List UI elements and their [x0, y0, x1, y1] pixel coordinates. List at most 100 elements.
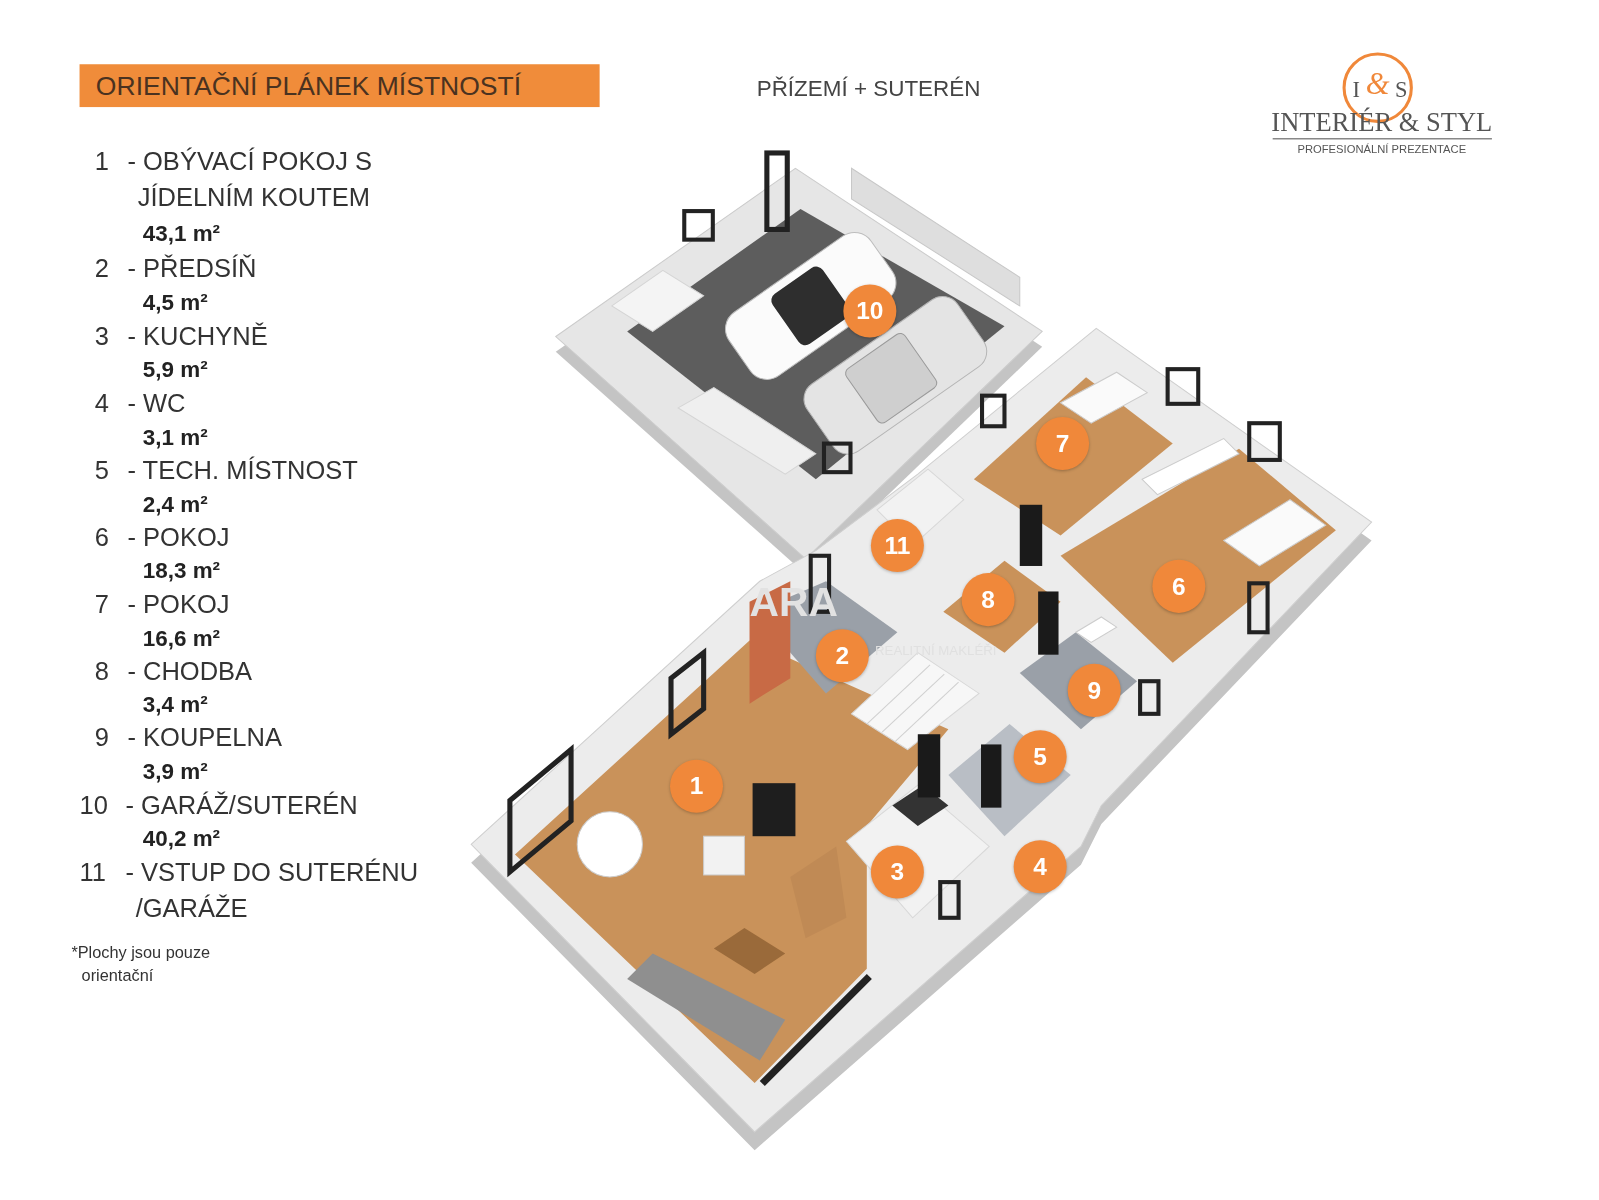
drawing-part [895, 682, 958, 741]
drawing-part [1140, 681, 1158, 714]
drawing-part [918, 734, 940, 797]
drawing-part [940, 882, 958, 918]
callout-number: 11 [884, 533, 910, 557]
legend-room-name: - CHODBA [127, 653, 443, 689]
legend-room-name: - POKOJ [127, 519, 443, 555]
legend-area: 3,4 m² [143, 689, 208, 719]
drawing-part [577, 812, 642, 877]
callout-circle: 5 [1014, 730, 1067, 783]
callout-circle: 2 [816, 629, 869, 682]
subtitle: PŘÍZEMÍ + SUTERÉN [757, 73, 981, 103]
legend-number: 11 [80, 855, 106, 889]
drawing-part [1142, 439, 1239, 495]
drawing-part [1020, 632, 1137, 729]
legend-number: 2 [95, 251, 109, 285]
drawing-part [678, 388, 816, 475]
drawing-part [753, 783, 796, 836]
callout-number: 8 [981, 587, 995, 611]
logo-letter: I [1353, 75, 1360, 105]
legend-area: 4,5 m² [143, 287, 208, 317]
ground-floor [471, 328, 1371, 1150]
drawing-part [846, 785, 989, 918]
watermark: REALITNÍ MAKLÉŘI [875, 641, 997, 658]
callout-number: 3 [891, 860, 905, 884]
drawing-part [767, 153, 787, 229]
drawing-part [1168, 369, 1199, 404]
drawing-part [867, 665, 930, 724]
drawing-part [852, 653, 979, 750]
logo-ampersand: & [1366, 64, 1390, 104]
callout-number: 7 [1056, 431, 1070, 455]
callout-number: 2 [836, 643, 850, 667]
drawing-part [471, 328, 1371, 1132]
callout-number: 4 [1033, 855, 1047, 879]
drawing-part [612, 270, 704, 331]
drawing-part [882, 674, 944, 732]
legend-room-name: - POKOJ [127, 586, 443, 622]
legend-area: 2,4 m² [143, 489, 208, 519]
legend-room-name: - WC [127, 385, 443, 421]
legend-area: 3,9 m² [143, 756, 208, 786]
legend-area: 5,9 m² [143, 354, 208, 384]
legend-room-name: - VSTUP DO SUTERÉNU /GARÁŽE [125, 854, 441, 925]
legend-number: 5 [95, 453, 109, 487]
legend-number: 1 [95, 144, 109, 178]
callout-number: 6 [1172, 574, 1186, 598]
drawing-part [510, 750, 571, 872]
drawing-part [704, 836, 745, 875]
legend-number: 3 [95, 319, 109, 353]
drawing-part [1076, 617, 1117, 642]
drawing-part [1038, 591, 1058, 654]
drawing-part [627, 953, 785, 1060]
legend-area: 40,2 m² [143, 823, 220, 853]
drawing-part [671, 653, 704, 735]
drawing-part [760, 974, 872, 1086]
callout-circle: 6 [1152, 560, 1205, 613]
legend-area: 3,1 m² [143, 422, 208, 452]
legend-number: 6 [95, 520, 109, 554]
drawing-part [1224, 500, 1326, 566]
drawing-part [684, 211, 713, 240]
drawing-part [1020, 505, 1042, 566]
legend-room-name: - KUCHYNĚ [127, 318, 443, 354]
callout-circle: 10 [843, 285, 896, 338]
legend-number: 7 [95, 587, 109, 621]
legend-number: 9 [95, 720, 109, 754]
logo-rule [1273, 138, 1492, 140]
drawing-part [1061, 372, 1148, 423]
logo-letter: S [1395, 75, 1407, 105]
callout-number: 10 [856, 299, 883, 323]
drawing-part [981, 744, 1001, 807]
legend-number: 8 [95, 654, 109, 688]
legend-room-name: - KOUPELNA [127, 719, 443, 755]
drawing-part [982, 396, 1004, 427]
legend-room-name: - PŘEDSÍŇ [127, 250, 443, 286]
title-band: ORIENTAČNÍ PLÁNEK MÍSTNOSTÍ [80, 64, 600, 107]
legend-room-name: - TECH. MÍSTNOST [127, 452, 443, 488]
drawing-part [790, 846, 846, 938]
drawing-part [843, 331, 939, 425]
drawing-part [714, 928, 785, 974]
callout-number: 9 [1087, 678, 1101, 702]
legend-room-name: - GARÁŽ/SUTERÉN [125, 787, 441, 823]
drawing-part [948, 724, 1070, 836]
callout-circle: 11 [871, 519, 924, 572]
note: *Plochy jsou pouze orientační [71, 940, 249, 987]
drawing-part [824, 444, 851, 473]
legend-area: 16,6 m² [143, 623, 220, 653]
title-text: ORIENTAČNÍ PLÁNEK MÍSTNOSTÍ [80, 70, 538, 102]
legend-room-name: - OBÝVACÍ POKOJ S JÍDELNÍM KOUTEM [127, 143, 443, 214]
callout-circle: 3 [871, 845, 924, 898]
logo-name: INTERIÉR & STYL [1271, 105, 1492, 140]
logo-tagline: PROFESIONÁLNÍ PREZENTACE [1297, 142, 1466, 156]
callout-number: 5 [1033, 744, 1047, 768]
callout-circle: 8 [962, 573, 1015, 626]
callout-number: 1 [690, 774, 704, 798]
drawing-part [1249, 583, 1267, 632]
callout-circle: 4 [1014, 840, 1067, 893]
callout-circle: 7 [1036, 417, 1089, 470]
drawing-part [768, 263, 853, 348]
legend-area: 43,1 m² [143, 218, 220, 248]
callout-circle: 1 [670, 760, 723, 813]
watermark: ARA [750, 575, 838, 628]
